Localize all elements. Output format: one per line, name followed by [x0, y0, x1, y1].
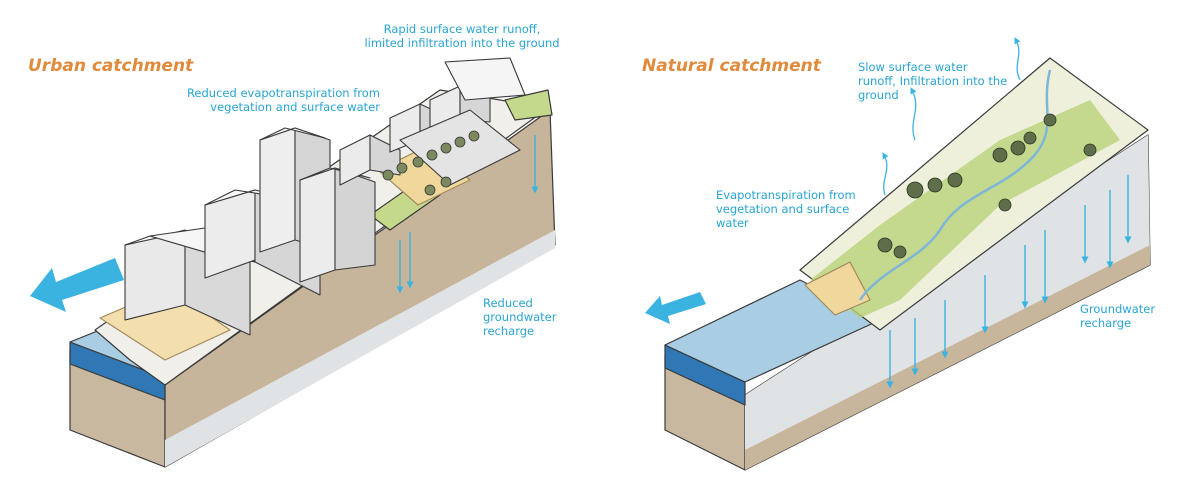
urban-trees — [382, 130, 480, 196]
natural-marsh — [804, 261, 871, 316]
urban-groundwater-layer — [165, 230, 555, 467]
natural-evapotranspiration-label: Evapotranspiration from vegetation and s… — [716, 188, 856, 230]
natural-groundwater-layer — [745, 135, 1150, 450]
natural-runoff-label: Slow surface water runoff, Infiltration … — [858, 60, 1008, 102]
urban-runoff-label: Rapid surface water runoff, limited infi… — [364, 22, 560, 50]
natural-catchment-block — [664, 57, 1151, 471]
urban-groundwater-label: Reduced groundwater recharge — [483, 296, 557, 338]
natural-infiltration-arrows — [886, 175, 1132, 389]
urban-buildings — [124, 57, 526, 336]
urban-runoff-arrow — [30, 258, 124, 312]
natural-evaporation-squiggles — [882, 37, 1021, 196]
urban-catchment-title: Urban catchment — [28, 56, 194, 76]
natural-catchment-title: Natural catchment — [642, 56, 821, 76]
natural-trees — [877, 113, 1097, 259]
urban-evapotranspiration-label: Reduced evapotranspiration from vegetati… — [186, 86, 380, 114]
natural-vegetation — [810, 100, 1120, 318]
natural-groundwater-label: Groundwater recharge — [1080, 302, 1156, 330]
urban-infiltration-arrows — [396, 135, 539, 294]
natural-runoff-arrow — [645, 292, 706, 324]
urban-green-strip-top — [504, 89, 553, 121]
